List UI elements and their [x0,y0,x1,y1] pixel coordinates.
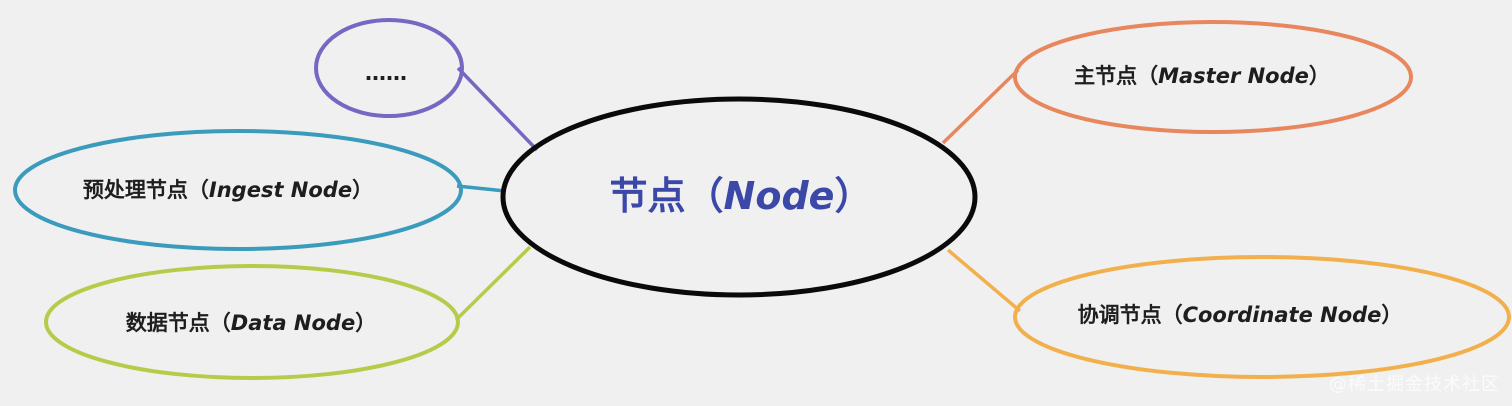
center-node-label: 节点（Node） [610,174,873,218]
connector-ingest [456,184,506,193]
node-coordinate-ellipse [1013,255,1511,379]
node-data-label: 数据节点（Data Node） [126,311,376,335]
node-more-label: …… [365,61,407,85]
center-node-ellipse [500,96,978,298]
watermark-text: @稀土掘金技术社区 [1329,374,1500,395]
connector-more [456,66,539,152]
node-more-ellipse [314,18,464,118]
node-ingest-label: 预处理节点（Ingest Node） [83,178,373,202]
node-coordinate-label: 协调节点（Coordinate Node） [1078,303,1403,327]
connector-coordinate [946,248,1022,313]
node-master-label: 主节点（Master Node） [1074,64,1330,88]
node-master-ellipse [1013,20,1413,134]
connector-master [941,68,1020,145]
node-data-ellipse [44,264,460,380]
node-ingest-ellipse [13,129,463,251]
connector-data [454,245,532,322]
